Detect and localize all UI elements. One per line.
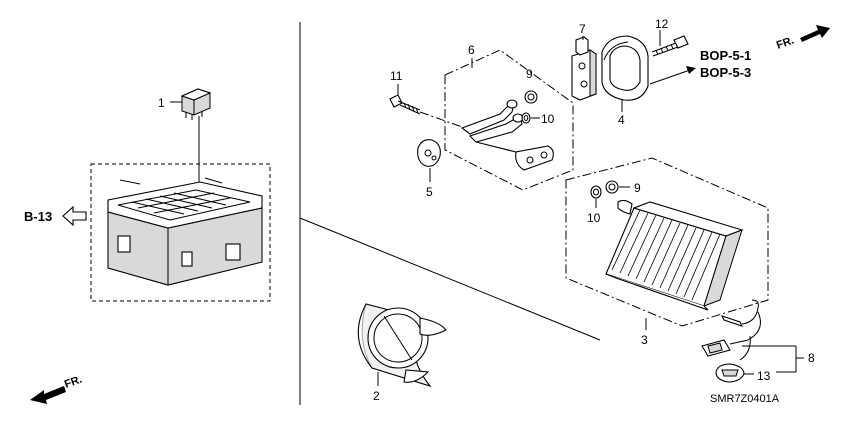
callout-1: 1: [158, 96, 165, 110]
fusebox-part[interactable]: [107, 177, 263, 286]
callout-9-lower: 9: [634, 181, 641, 195]
fusebox-frame: [90, 163, 271, 302]
relay-part[interactable]: [180, 88, 212, 120]
callout-13: 13: [757, 369, 771, 383]
callout-2: 2: [373, 389, 380, 403]
svg-text:FR.: FR.: [775, 34, 796, 51]
o-ring-10-upper[interactable]: [521, 112, 531, 124]
callout-11: 11: [390, 69, 403, 83]
o-ring-9-upper[interactable]: [524, 90, 538, 104]
callout-12: 12: [655, 17, 669, 31]
callout-10-upper: 10: [541, 112, 555, 126]
bolt-path-11: [419, 111, 466, 129]
callout-3: 3: [641, 333, 648, 347]
bracket-part-5[interactable]: [417, 139, 441, 167]
callout-4: 4: [618, 113, 625, 127]
sensor-part-8[interactable]: [701, 299, 761, 361]
fr-arrow-top: FR.: [775, 25, 830, 52]
bolt-part-11[interactable]: [389, 94, 421, 115]
evaporator-part-3[interactable]: [605, 199, 744, 311]
bop-arrow-line: [649, 69, 691, 85]
clip-part-13[interactable]: [715, 363, 745, 383]
callout-8: 8: [808, 351, 815, 365]
ref-b13: B-13: [24, 209, 52, 224]
pipe-frame-6: [444, 49, 574, 191]
o-ring-9-lower[interactable]: [605, 180, 619, 194]
b13-arrow[interactable]: [62, 205, 87, 227]
bolt-part-12[interactable]: [651, 35, 689, 57]
callout-9-upper: 9: [526, 67, 533, 81]
callout-5: 5: [426, 185, 433, 199]
o-ring-10-lower[interactable]: [590, 185, 602, 199]
divider-diagonal: [299, 217, 601, 341]
bop-arrowhead[interactable]: [686, 66, 696, 74]
fr-arrow-bottom: FR.: [30, 373, 84, 404]
expansion-valve-part-7[interactable]: [571, 36, 597, 101]
ref-bop-5-3[interactable]: BOP-5-3: [700, 65, 751, 80]
pipe-part-6[interactable]: [460, 99, 554, 171]
svg-text:FR.: FR.: [63, 373, 84, 390]
control-panel-part[interactable]: [357, 303, 447, 388]
ref-bop-5-1[interactable]: BOP-5-1: [700, 48, 751, 63]
gasket-part-4[interactable]: [601, 35, 649, 101]
callout-7: 7: [579, 22, 586, 36]
callout-6: 6: [468, 43, 475, 57]
callout-10-lower: 10: [587, 211, 601, 225]
evaporator-frame-3: [565, 157, 769, 327]
diagram-code: SMR7Z0401A: [710, 393, 780, 405]
